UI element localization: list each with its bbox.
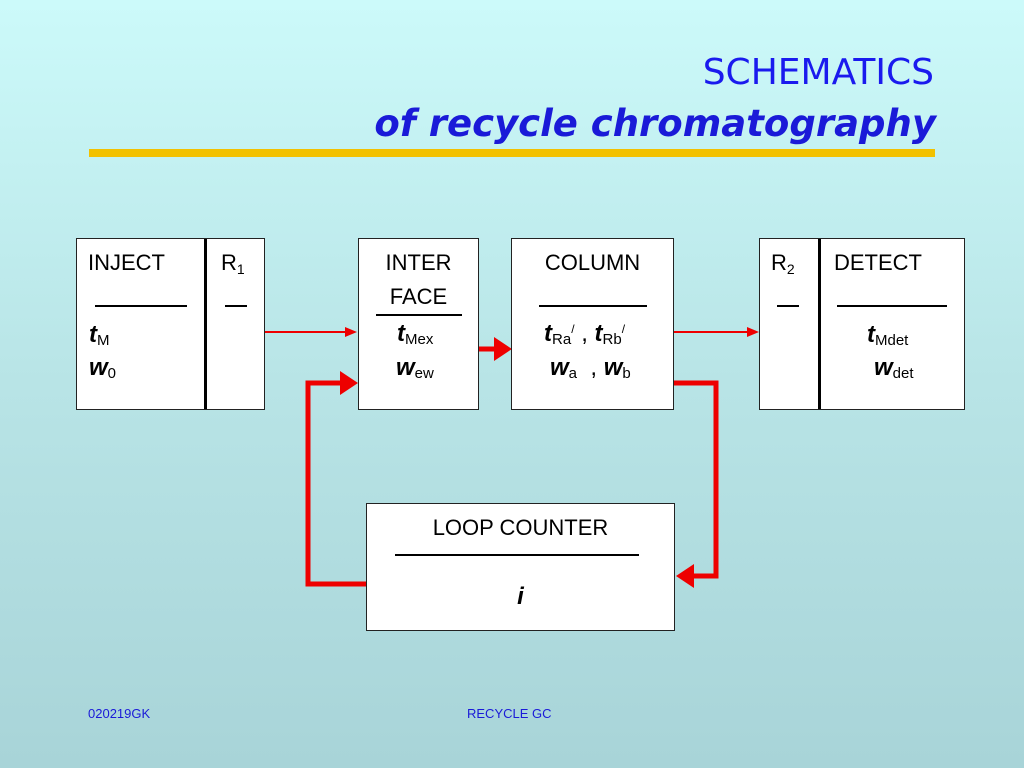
interface-tmex: tMex: [397, 320, 434, 348]
loop-counter-var: i: [517, 583, 524, 610]
title-rule: [89, 149, 935, 157]
footer-title: RECYCLE GC: [467, 706, 552, 721]
loop-counter-box: LOOP COUNTER i: [366, 503, 675, 631]
interface-label-1: INTER: [385, 250, 452, 275]
column-widths: wa , wb: [550, 354, 631, 382]
detect-box: R2 DETECT tMdet wdet: [759, 238, 965, 410]
arrow-column-to-loop: [674, 380, 719, 579]
inject-tm: tM: [89, 321, 110, 349]
arrow-head-column: [494, 337, 512, 361]
column-underline: [539, 305, 647, 307]
title-line-1: SCHEMATICS: [702, 52, 934, 93]
title-line-2: of recycle chromatography: [374, 102, 936, 145]
detect-underline: [837, 305, 947, 307]
inject-r1-label: R1: [221, 250, 245, 277]
arrow-head-interface-return: [340, 371, 358, 395]
detect-r2-label: R2: [771, 250, 795, 277]
loop-counter-label: LOOP COUNTER: [432, 515, 609, 540]
detect-r2-underline: [777, 305, 799, 307]
arrow-head-detect: [747, 327, 759, 337]
interface-underline: [376, 314, 462, 316]
inject-underline: [95, 305, 187, 307]
interface-label-2: FACE: [389, 284, 448, 309]
inject-label: INJECT: [88, 250, 165, 275]
inject-w0: w0: [89, 354, 117, 382]
detect-label: DETECT: [834, 250, 922, 275]
detect-wdet: wdet: [874, 354, 914, 382]
detect-tmdet: tMdet: [867, 321, 909, 349]
inject-box: INJECT tM w0 R1: [76, 238, 265, 410]
column-label: COLUMN: [544, 250, 641, 275]
column-retention-times: tRa/ , tRb/: [544, 320, 626, 348]
arrow-head-interface: [345, 327, 357, 337]
footer-date-code: 020219GK: [88, 706, 151, 721]
arrow-loop-to-interface: [305, 380, 366, 587]
arrow-head-loop: [676, 564, 694, 588]
inject-r1-underline: [225, 305, 247, 307]
interface-wew: wew: [396, 354, 434, 382]
interface-box: INTER FACE tMex wew: [358, 238, 479, 410]
detect-divider: [818, 239, 821, 409]
loop-counter-underline: [395, 554, 639, 556]
inject-divider: [204, 239, 207, 409]
column-box: COLUMN tRa/ , tRb/ wa , wb: [511, 238, 674, 410]
